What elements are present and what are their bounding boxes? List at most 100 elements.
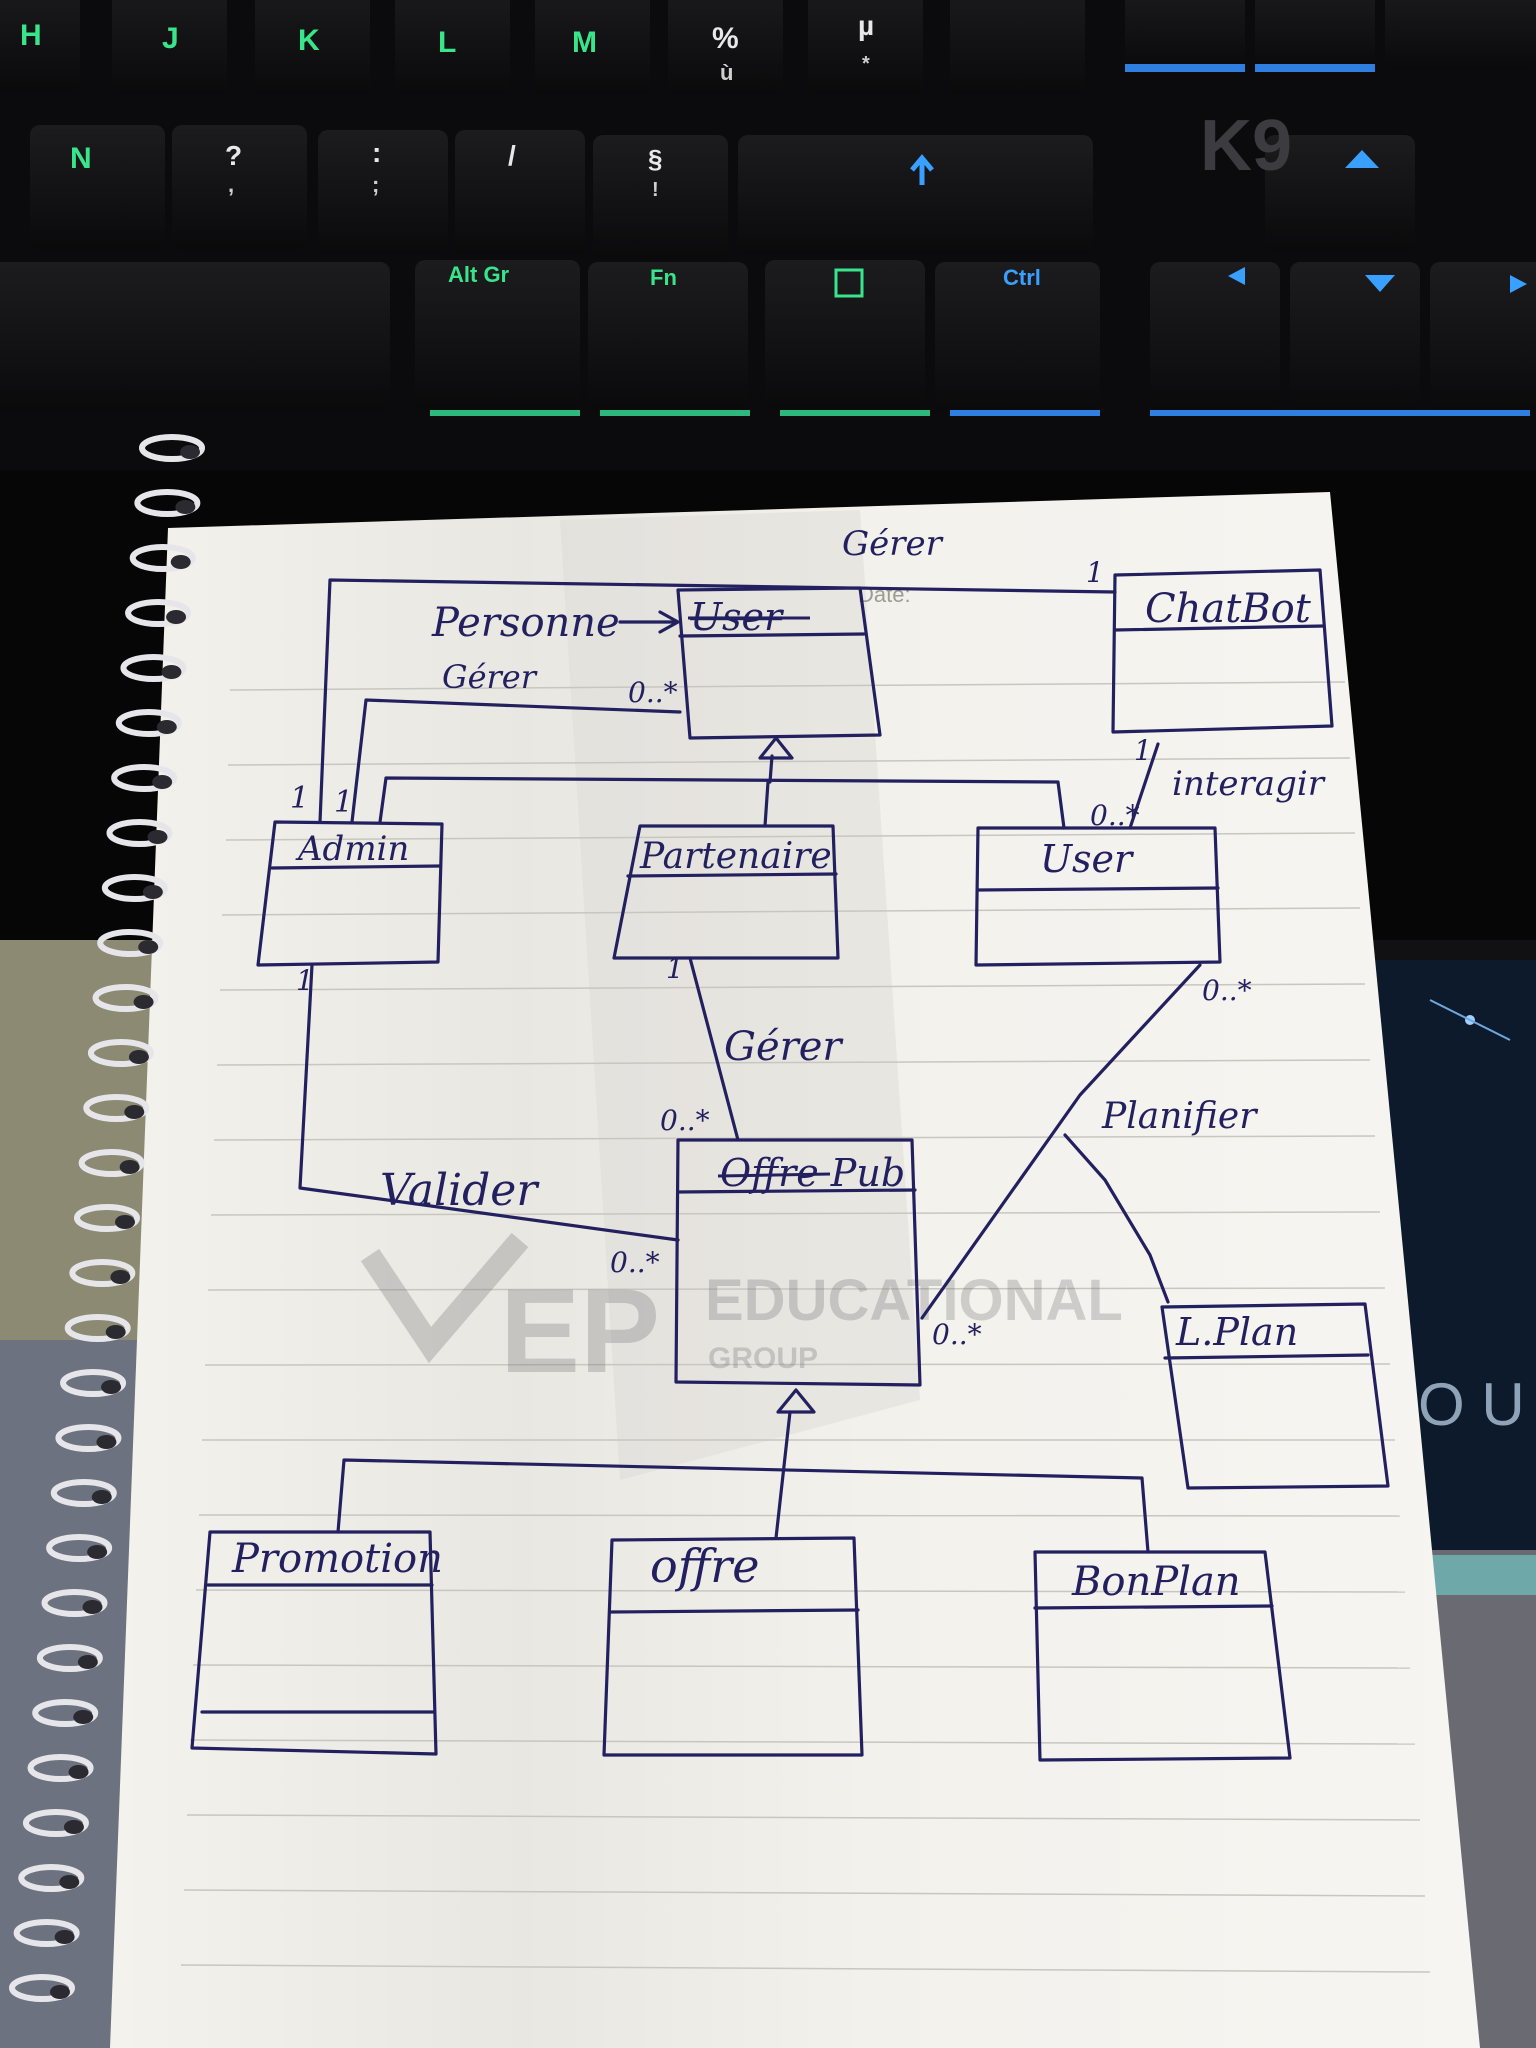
class-lplan-name: L.Plan [1175,1310,1298,1354]
blue-glow-1 [1125,64,1245,72]
key-nav-2 [1255,0,1375,70]
spiral-ring [55,1424,122,1452]
class-admin [256,820,444,967]
cable-teal [1425,1555,1536,1595]
class-admin-divider [270,864,442,870]
assoc-user-offrepub [920,963,1202,1320]
key-excl-label: ! [652,179,659,201]
mult-user-chatbot: 0..* [1090,799,1140,832]
keyboard-brand: K9 [1200,106,1292,186]
class-offre-name: offre [650,1539,760,1593]
class-user [974,826,1222,967]
class-chatbot [1111,568,1334,734]
spiral-hole [152,775,173,789]
arrow-down-icon [1365,275,1395,292]
mousepad-text: O U [1418,1371,1525,1438]
class-chatbot-name: ChatBot [1145,586,1312,632]
assoc-planifier-lplan [1063,1133,1170,1304]
class-lplan-box [1160,1302,1390,1490]
class-user-divider [976,886,1220,892]
generalization-offers-up [774,1410,792,1540]
star-streak [1429,999,1511,1041]
spiral-hole [133,995,154,1009]
spiral-ring [74,1204,140,1232]
spiral-binding [9,434,205,2002]
key-k-label: K [298,24,320,57]
assoc-label-valider: Valider [380,1165,540,1216]
class-admin-name: Admin [295,829,409,869]
spiral-hole [50,1985,70,1999]
key-shift-right [738,135,1093,255]
key-menu [765,260,925,410]
class-user-box [974,826,1222,967]
spiral-hole [91,1490,112,1504]
key-row-2: N ? , : ; / § ! K9 [30,106,1415,260]
class-offre-box [602,1536,864,1757]
blue-glow-3 [950,410,1100,416]
spiral-hole [180,445,200,459]
uml-diagram [190,568,1390,1762]
assoc-label-gerer-pub: Gérer [724,1024,844,1070]
key-l [395,0,510,95]
key-percent-label: % [712,22,739,55]
key-section [593,135,728,260]
arrow-up-icon [910,154,934,185]
class-promotion-box [190,1530,438,1756]
key-fn [588,262,748,410]
class-bonplan-divider [1033,1604,1274,1610]
class-offre [602,1536,864,1757]
key-l-label: L [438,26,456,59]
watermark-line2: GROUP [708,1342,818,1375]
spiral-ring [92,984,159,1012]
note-personne: Personne [431,600,620,646]
class-admin-box [256,820,444,967]
spiral-hole [63,1820,84,1834]
blue-glow-2 [1255,64,1375,72]
generalization-arrowhead [758,736,794,760]
green-glow-2 [600,410,750,416]
spiral-ring [69,1259,136,1287]
class-promotion-name: Promotion [231,1536,443,1582]
mult-user-admin: 0..* [628,676,678,709]
key-altgr [415,260,580,410]
generalization-line-partenaire [763,780,770,828]
spiral-ring [83,1094,150,1122]
spiral-ring [78,1149,145,1177]
key-enter-top [950,0,1085,95]
key-space [0,262,390,412]
spiral-hole [59,1875,80,1889]
key-nav-1 [1125,0,1245,70]
uml-labels: User ChatBot Admin Partenaire User Offre… [231,524,1326,1605]
key-arrow-up [1265,135,1415,250]
key-colon-label: : [372,137,381,168]
assoc-admin-chatbot [318,578,1117,824]
spiral-hole [124,1105,145,1119]
key-percent [668,0,783,95]
arrow-right-icon [1510,275,1527,293]
generalization-offers-arrowhead [776,1388,816,1414]
mult-pub-user: 0..* [932,1318,982,1351]
spiral-ring [64,1314,131,1342]
spiral-hole [161,665,182,679]
key-arrow-right [1430,262,1536,412]
spiral-hole [128,1050,149,1064]
mult-admin-1a: 1 [290,781,309,816]
mult-pub-partenaire: 0..* [660,1104,710,1137]
class-offre-pub [674,1138,922,1387]
class-offre-pub-strike [717,1172,831,1178]
watermark-logo-icon [360,1232,529,1364]
spiral-hole [82,1600,103,1614]
spiral-hole [156,720,177,734]
class-offre-pub-divider [676,1188,917,1194]
spiral-ring [41,1589,108,1617]
key-u-grave-label: ù [720,60,733,85]
spiral-ring [18,1864,85,1892]
spiral-ring [97,929,164,957]
spiral-ring [9,1974,75,2002]
key-m [535,0,650,95]
spiral-hole [147,830,168,844]
key-arrow-left [1150,262,1280,412]
key-ctrl-label: Ctrl [1003,265,1041,290]
assoc-label-planifier: Planifier [1101,1096,1258,1137]
